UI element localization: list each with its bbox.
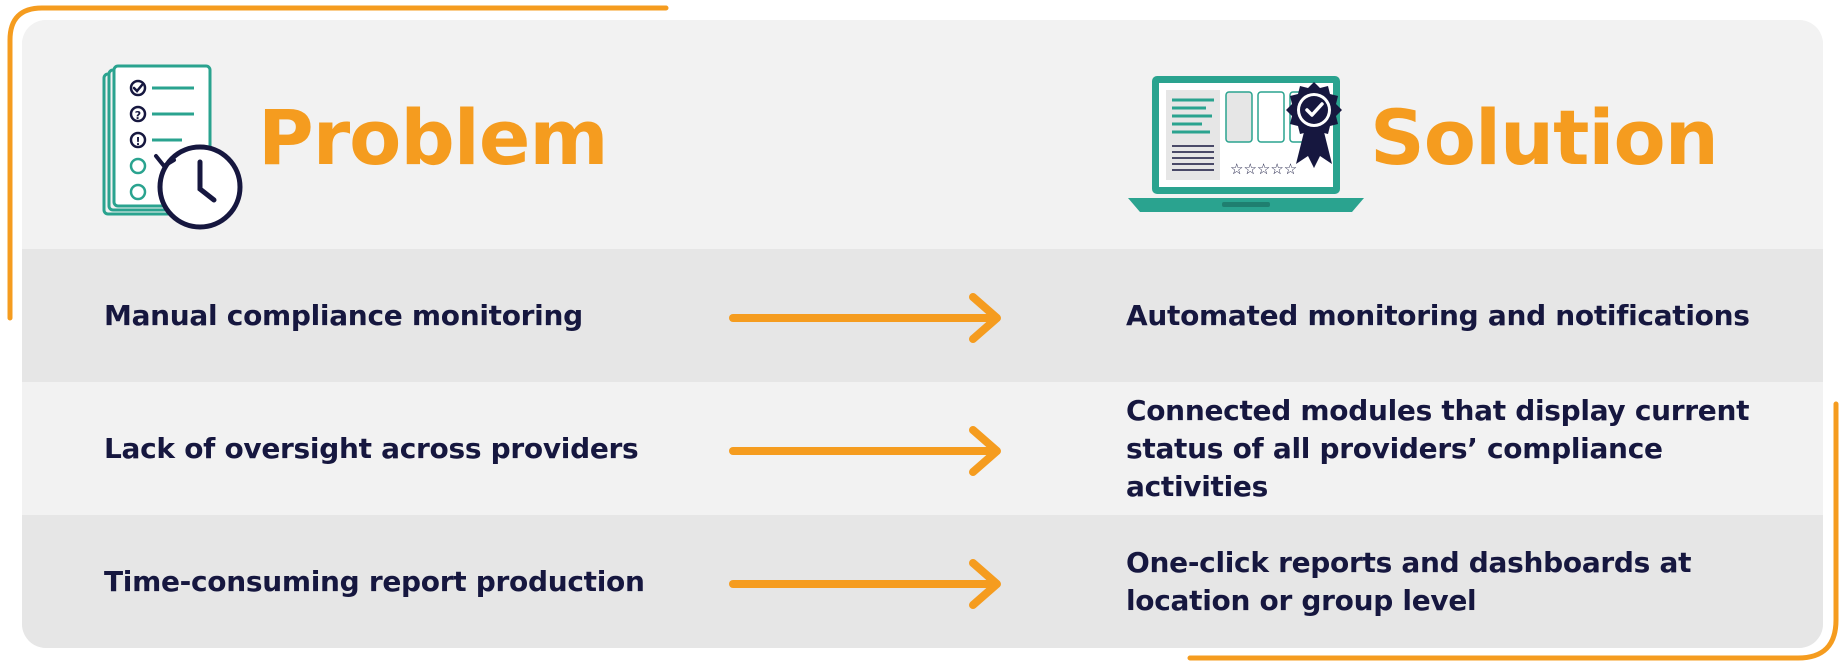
comparison-card: ? ! Problem (22, 20, 1823, 648)
problem-item: Time-consuming report production (104, 564, 645, 598)
solution-item: Connected modules that display current s… (1126, 393, 1750, 503)
solution-heading: Solution (1370, 93, 1719, 182)
problem-item: Lack of oversight across providers (104, 431, 639, 465)
arrow-right-icon (729, 559, 1001, 609)
arrow-right-icon (729, 293, 1001, 343)
laptop-award-icon: ☆☆☆☆☆ (1128, 76, 1364, 212)
arrow-right-icon (729, 426, 1001, 476)
comparison-row: Lack of oversight across providers Conne… (22, 382, 1823, 515)
comparison-row: Manual compliance monitoring Automated m… (22, 249, 1823, 382)
svg-text:!: ! (135, 135, 140, 148)
svg-text:☆☆☆☆☆: ☆☆☆☆☆ (1230, 160, 1297, 178)
comparison-row: Time-consuming report production One-cli… (22, 515, 1823, 648)
header-section: ? ! Problem (22, 20, 1823, 249)
solution-item: Automated monitoring and notifications (1126, 298, 1750, 332)
checklist-clock-icon: ? ! (102, 64, 243, 230)
svg-text:?: ? (135, 109, 141, 122)
problem-heading: Problem (258, 93, 609, 182)
problem-item: Manual compliance monitoring (104, 298, 583, 332)
solution-item: One-click reports and dashboards at loca… (1126, 545, 1692, 617)
